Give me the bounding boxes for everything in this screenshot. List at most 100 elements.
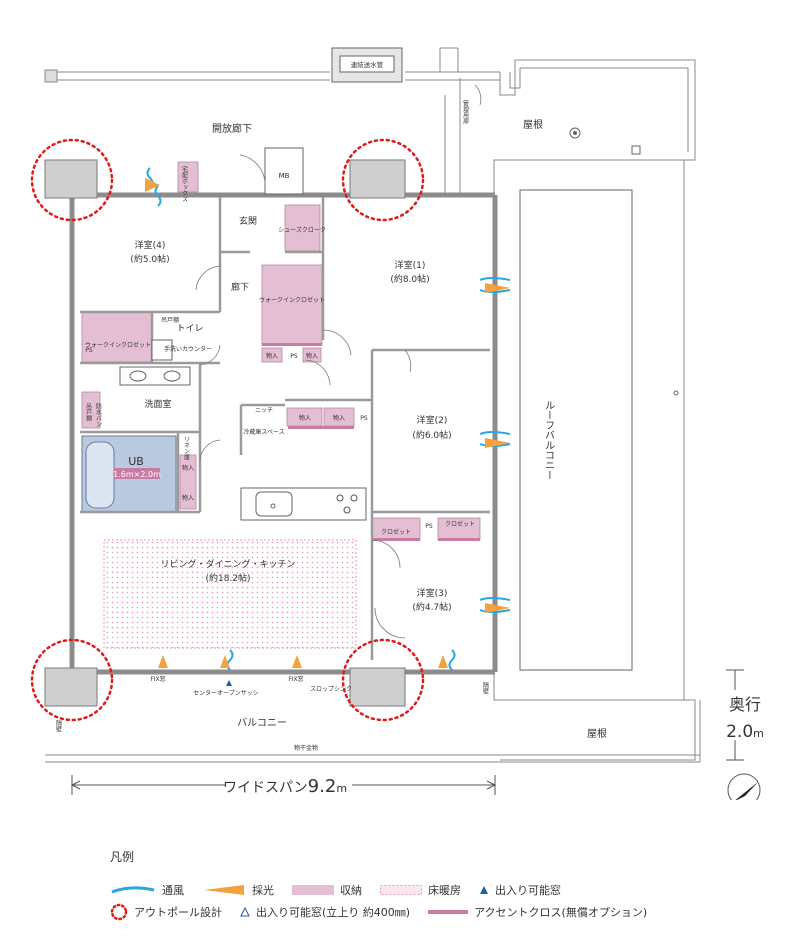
access-window-markers — [226, 680, 232, 686]
roof-outline — [444, 59, 696, 761]
svg-text:隔壁: 隔壁 — [55, 719, 62, 732]
balcony-label: バルコニー — [237, 717, 287, 729]
svg-text:ウォークインクロゼット: ウォークインクロゼット — [85, 341, 151, 349]
svg-text:PS: PS — [85, 347, 93, 354]
svg-text:物入: 物入 — [266, 352, 278, 360]
svg-text:物入: 物入 — [333, 414, 345, 422]
svg-text:クロゼット: クロゼット — [381, 528, 411, 536]
room1-label: 洋室(1) — [395, 259, 426, 271]
pipe-label: 連結送水管 — [351, 60, 384, 69]
room-labels: 洋室(4) (約5.0帖) 洋室(1) (約8.0帖) 洋室(2) (約6.0帖… — [130, 215, 451, 613]
legend-daylight: 採光 — [202, 882, 274, 898]
roof-balcony-label: ルーフバルコニー — [543, 400, 555, 480]
svg-text:吊戸棚: 吊戸棚 — [85, 403, 92, 422]
mgmt-door-label: 管理用扉 — [462, 99, 469, 125]
ldk-size: (約18.2帖) — [205, 572, 250, 584]
hallway-label: 廊下 — [231, 281, 249, 293]
corridor-label: 開放廊下 — [212, 122, 252, 135]
svg-text:FIX窓: FIX窓 — [150, 675, 165, 683]
depth-value: 2.0m — [726, 722, 764, 742]
roof-top-label: 屋根 — [523, 118, 543, 131]
svg-text:PS: PS — [290, 353, 298, 360]
delivery-box-label: 宅配ボックス — [181, 165, 188, 202]
legend-ventilation: 通風 — [110, 882, 184, 898]
legend: 凡例 通風 採光 収納 床暖房 出入り可能窓 アウトポール設計 出入り — [110, 848, 665, 923]
legend-row-1: 通風 採光 収納 床暖房 出入り可能窓 — [110, 879, 665, 901]
svg-text:物干金物: 物干金物 — [294, 744, 318, 752]
inner-walls — [80, 197, 490, 660]
svg-text:物入: 物入 — [182, 494, 194, 502]
daylight-icon — [204, 885, 244, 895]
room2-label: 洋室(2) — [417, 414, 448, 426]
svg-text:スロップシンク: スロップシンク — [310, 686, 352, 693]
accent-cloth-icon — [428, 910, 469, 914]
roof-bottom-label: 屋根 — [587, 727, 607, 740]
roof-drain — [569, 127, 581, 139]
room1-size: (約8.0帖) — [390, 273, 429, 285]
svg-text:吊戸棚: 吊戸棚 — [161, 316, 179, 324]
span-dimension — [70, 775, 497, 795]
floor-heating-swatch-icon — [380, 885, 422, 895]
svg-text:隔壁: 隔壁 — [482, 681, 489, 694]
accent-cloth-strips — [262, 343, 480, 541]
room4-label: 洋室(4) — [135, 239, 166, 251]
roof-vent — [631, 145, 641, 155]
legend-accent-cloth: アクセントクロス(無償オプション) — [428, 904, 647, 920]
entrance-label: 玄関 — [239, 215, 257, 227]
svg-text:リネン庫: リネン庫 — [183, 436, 190, 461]
svg-text:物入: 物入 — [306, 352, 318, 360]
room3-label: 洋室(3) — [417, 587, 448, 599]
room4-size: (約5.0帖) — [130, 253, 169, 265]
room2-size: (約6.0帖) — [412, 429, 451, 441]
legend-floor-heating: 床暖房 — [380, 882, 461, 898]
outpole-icon — [110, 903, 128, 921]
access-window-raised-icon — [240, 907, 250, 917]
compass-icon — [727, 773, 761, 800]
door-swings — [195, 84, 482, 639]
toilet-label: トイレ — [176, 324, 203, 334]
access-window-icon — [480, 886, 488, 894]
ub-size: 1.6m×2.0m — [113, 470, 161, 479]
ub-label: UB — [128, 455, 144, 468]
svg-text:センターオープンサッシ: センターオープンサッシ — [193, 689, 259, 697]
span-text: ワイドスパン9.2m — [223, 776, 347, 797]
legend-outpole: アウトポール設計 — [110, 903, 222, 921]
svg-text:物入: 物入 — [182, 464, 194, 472]
svg-text:MB: MB — [279, 172, 290, 180]
svg-text:冷蔵庫スペース: 冷蔵庫スペース — [243, 428, 284, 436]
legend-access-window: 出入り可能窓 — [479, 882, 561, 898]
svg-text:物入: 物入 — [299, 414, 311, 422]
svg-text:クロゼット: クロゼット — [445, 520, 475, 528]
svg-text:防水パン: 防水パン — [95, 402, 102, 427]
stove-icon — [336, 494, 358, 514]
svg-text:FIX窓: FIX窓 — [288, 675, 303, 683]
daylight-icons — [145, 178, 510, 668]
balcony-outline — [45, 700, 701, 763]
storage-swatch-icon — [292, 885, 334, 895]
depth-label: 奥行 — [729, 695, 761, 714]
room3-size: (約4.7帖) — [412, 601, 451, 613]
legend-storage: 収納 — [292, 882, 362, 898]
ldk-label: リビング・ダイニング・キッチン — [160, 558, 295, 570]
legend-access-window-raised: 出入り可能窓(立上り 約400㎜) — [240, 904, 410, 920]
svg-text:PS: PS — [360, 415, 368, 422]
outpole-markers — [30, 138, 425, 722]
ventilation-icon — [111, 886, 155, 894]
small-labels: シューズクローク ウォークインクロゼット ウォークインクロゼット 吊戸棚 手洗い… — [55, 226, 489, 752]
svg-text:ウォークインクロゼット: ウォークインクロゼット — [259, 296, 325, 304]
walls — [69, 192, 498, 675]
pillars — [44, 159, 406, 707]
floor-heating-area — [103, 539, 357, 649]
washroom-label: 洗面室 — [144, 398, 171, 410]
mb-box — [264, 147, 304, 195]
svg-text:シューズクローク: シューズクローク — [278, 226, 326, 234]
toilet-fixture — [151, 339, 173, 361]
svg-text:手洗いカウンター: 手洗いカウンター — [164, 345, 212, 353]
svg-text:PS: PS — [425, 523, 433, 530]
legend-title: 凡例 — [110, 850, 135, 864]
legend-row-2: アウトポール設計 出入り可能窓(立上り 約400㎜) アクセントクロス(無償オプ… — [110, 901, 665, 923]
storage-areas — [81, 161, 481, 541]
svg-text:ニッチ: ニッチ — [255, 407, 273, 414]
top-railing — [44, 47, 500, 83]
kitchen-counter — [240, 487, 367, 521]
